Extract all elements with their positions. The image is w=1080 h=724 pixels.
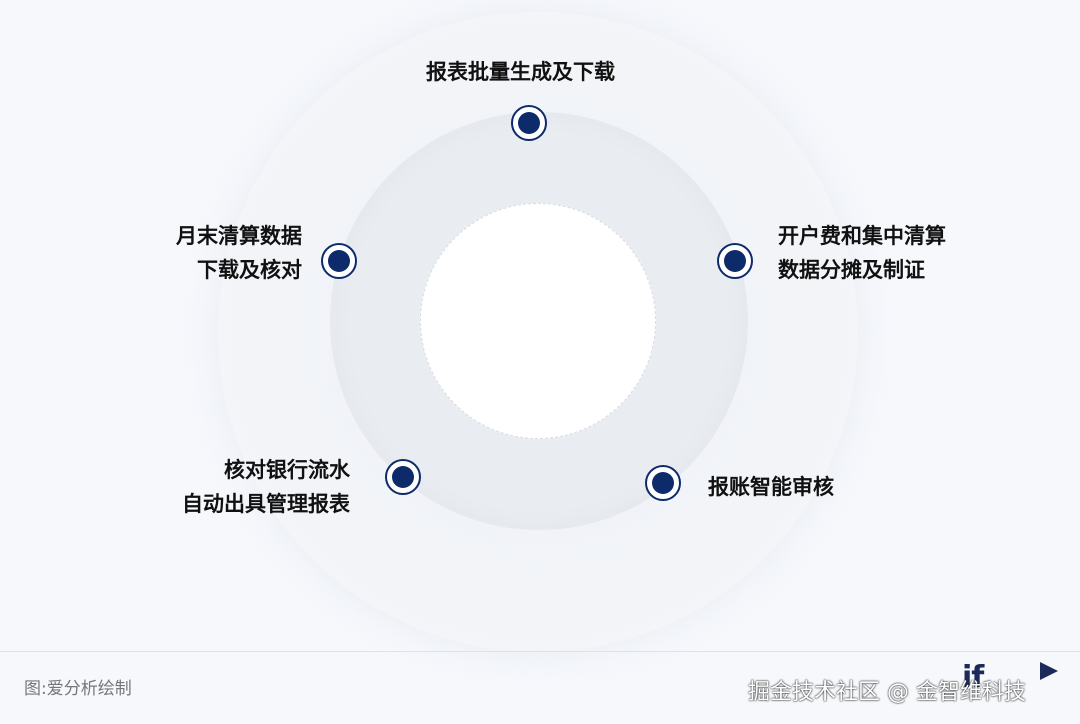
brand-logo: if xyxy=(962,660,984,695)
node-marker-upper-left xyxy=(321,243,357,279)
node-marker-upper-right xyxy=(717,243,753,279)
label-upper-left-line2: 下载及核对 xyxy=(197,258,302,282)
footer-divider xyxy=(0,651,1080,652)
label-lower-left: 核对银行流水 自动出具管理报表 xyxy=(150,453,350,521)
label-lower-left-line2: 自动出具管理报表 xyxy=(182,492,350,516)
label-lower-right-line1: 报账智能审核 xyxy=(708,475,834,499)
node-marker-top xyxy=(511,105,547,141)
label-upper-right-line1: 开户费和集中清算 xyxy=(778,224,946,248)
label-upper-right-line2: 数据分摊及制证 xyxy=(778,258,925,282)
label-upper-right: 开户费和集中清算 数据分摊及制证 xyxy=(778,219,946,287)
label-lower-right: 报账智能审核 xyxy=(708,470,834,504)
watermark-text: 掘金技术社区 @ 金智维科技 xyxy=(748,680,1026,705)
node-marker-lower-right xyxy=(645,465,681,501)
label-upper-left-line1: 月末清算数据 xyxy=(176,224,302,248)
inner-circle xyxy=(420,203,656,439)
label-lower-left-line1: 核对银行流水 xyxy=(224,458,350,482)
label-top: 报表批量生成及下载 xyxy=(426,55,615,89)
label-top-line1: 报表批量生成及下载 xyxy=(426,60,615,84)
label-upper-left: 月末清算数据 下载及核对 xyxy=(160,219,302,287)
logo-arrow-icon xyxy=(1040,662,1058,680)
node-marker-lower-left xyxy=(385,459,421,495)
source-caption: 图:爱分析绘制 xyxy=(24,679,132,699)
